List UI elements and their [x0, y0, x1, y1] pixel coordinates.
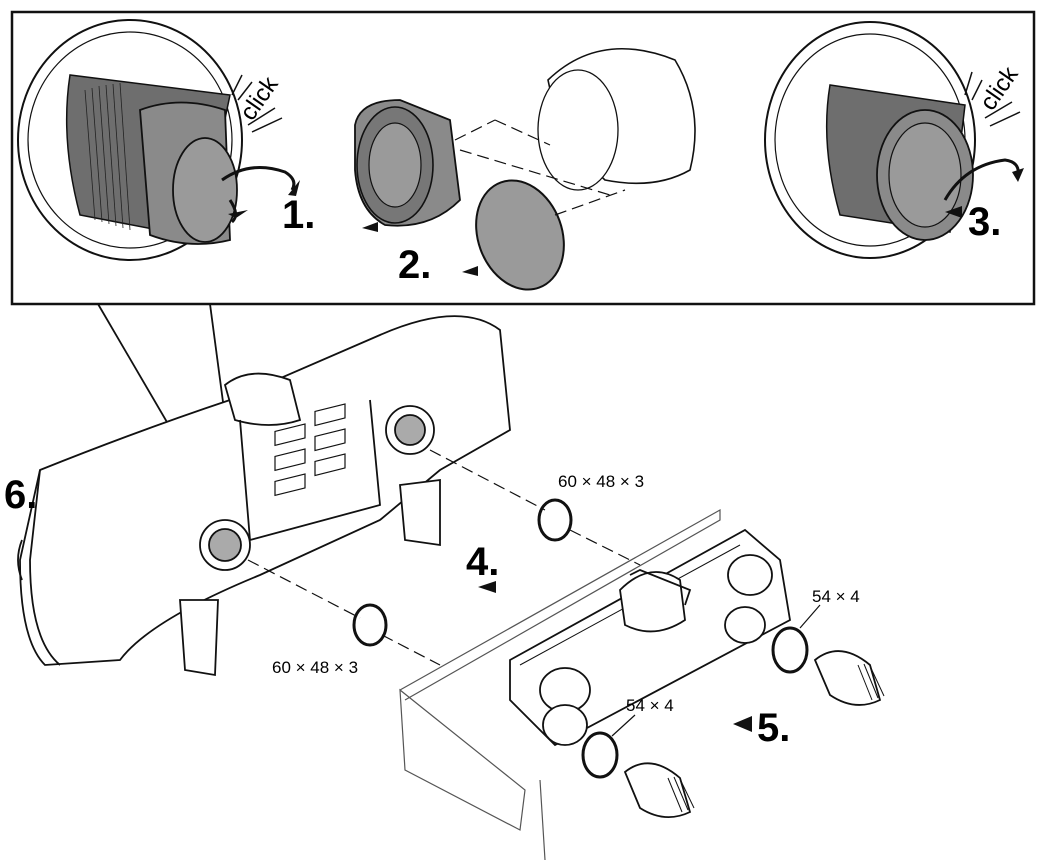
valve-plug-right: [813, 650, 885, 706]
base-outline: [399, 508, 721, 861]
seal-upper-dimension: 60 × 48 × 3: [558, 472, 644, 491]
arrow-icon: [228, 210, 248, 218]
alignment-dashed-lines: [247, 449, 641, 666]
valve-plug-left: [623, 762, 695, 818]
oring-right: [771, 626, 809, 674]
valve-manifold: [509, 528, 791, 747]
cap-step2: [354, 99, 461, 232]
step2-dashed-guides: [454, 119, 626, 216]
step-5-label: 5.: [757, 706, 790, 750]
connector-step1: [17, 19, 300, 261]
step-6-label: 6.: [4, 473, 37, 517]
step4-arrow-icon: [478, 581, 496, 593]
seal-lower-dimension: 60 × 48 × 3: [272, 658, 358, 677]
oring-right-dimension: 54 × 4: [812, 587, 860, 606]
step-1-label: 1.: [282, 193, 315, 237]
filter-housing: [17, 315, 511, 677]
housing-cylinder: [537, 47, 696, 191]
oring-left-dimension: 54 × 4: [626, 696, 674, 715]
filter-disc: [462, 179, 565, 291]
oring-left: [581, 731, 619, 779]
click-marks-right: [964, 71, 1021, 127]
step-3-label: 3.: [968, 200, 1001, 244]
click-marks-left: [231, 74, 283, 133]
step-2-label: 2.: [398, 243, 431, 287]
seal-ring-lower: [352, 603, 388, 647]
step-4-label: 4.: [466, 540, 499, 584]
seal-ring-upper: [537, 498, 573, 542]
connector-step3: [764, 21, 1024, 259]
step5-arrow-icon: [733, 716, 752, 732]
